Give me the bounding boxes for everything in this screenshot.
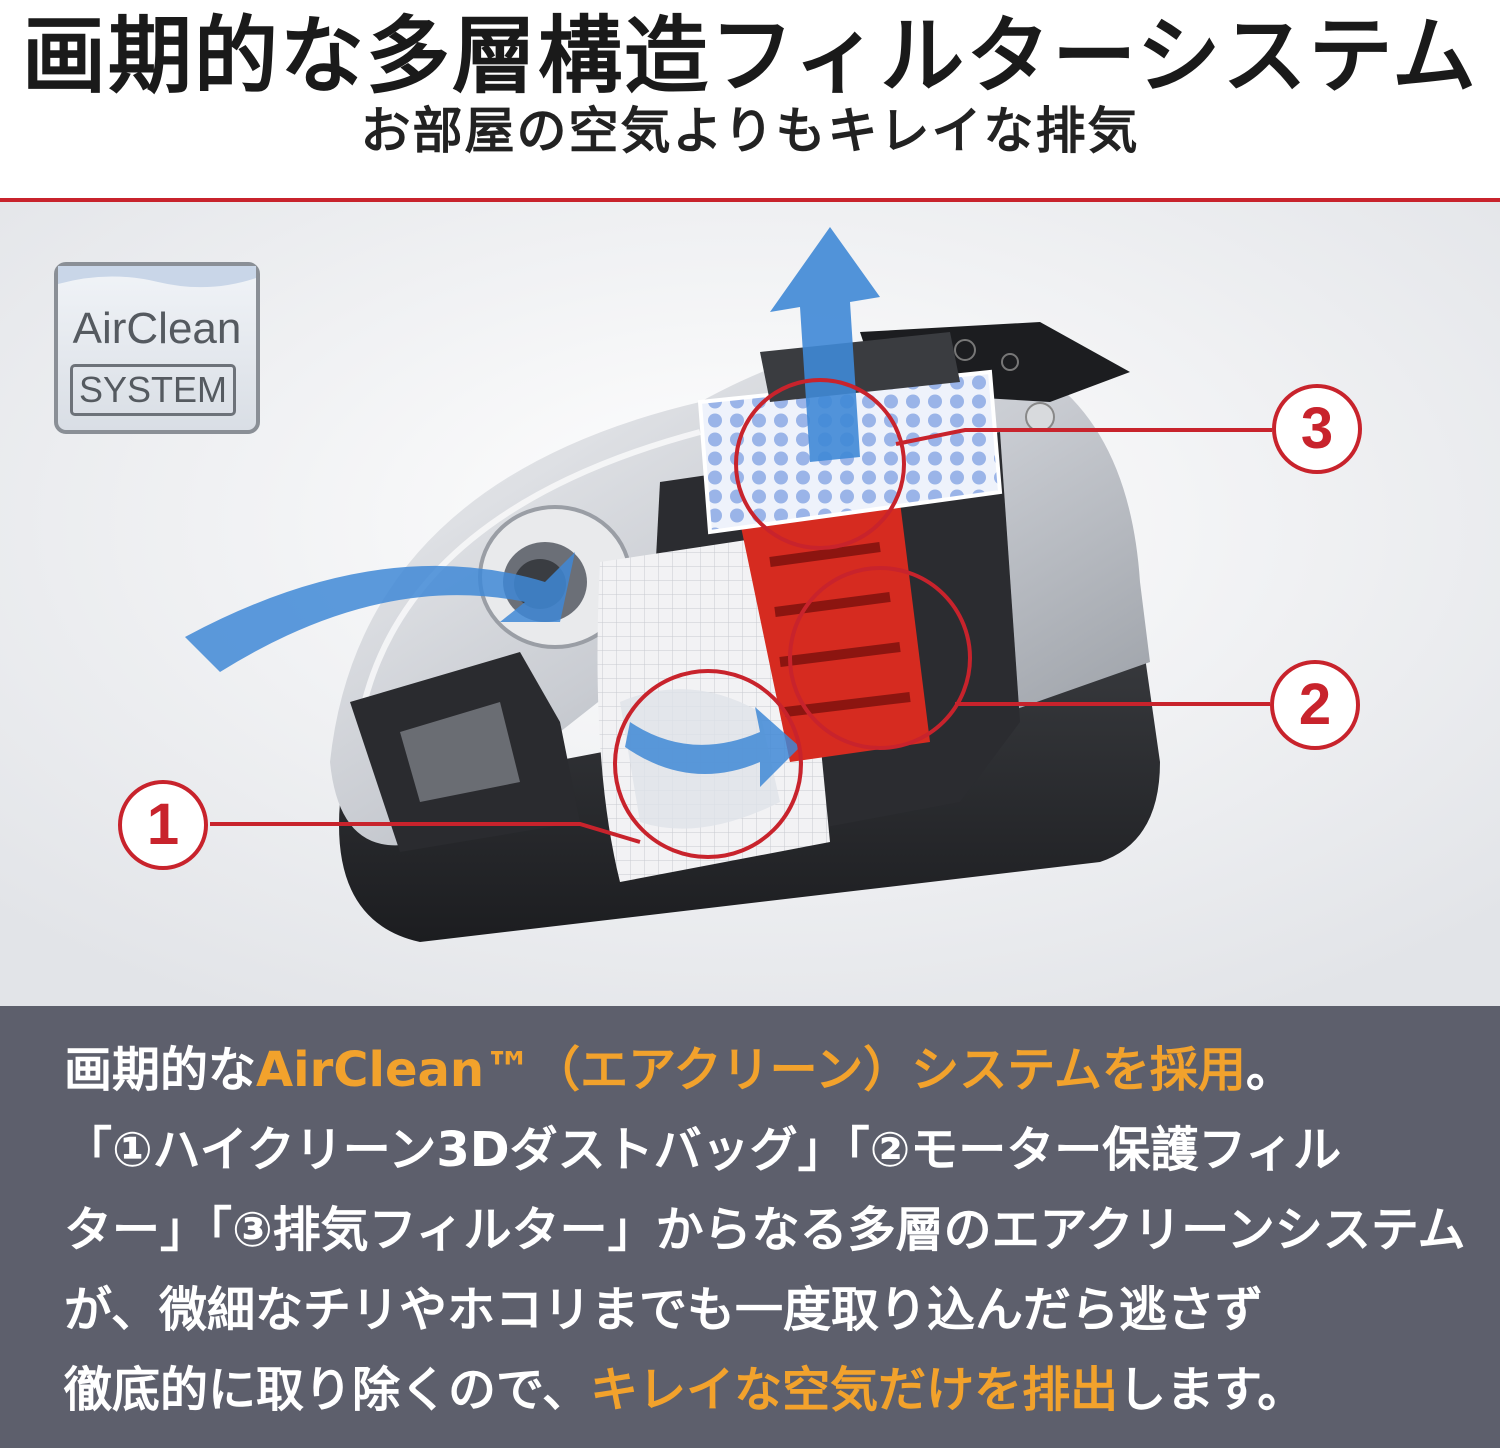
airclean-system-badge: AirClean SYSTEM [54,262,260,434]
description-panel: 画期的なAirClean™（エアクリーン）システムを採用。 「①ハイクリーン3D… [0,1006,1500,1448]
callout-ring-1 [210,669,803,859]
page-title: 画期的な多層構造フィルターシステム [21,7,1479,105]
vacuum-cleaner-illustration [0,202,1500,1008]
airflow-arrow-exhaust [770,227,880,462]
header-divider [0,198,1500,202]
description-text: 。 [1245,1042,1294,1098]
description-line-5: 徹底的に取り除くので、キレイな空気だけを排出します。 [64,1360,1464,1420]
vacuum-handle [350,652,580,852]
description-highlight: AirClean™（エアクリーン）システムを採用 [256,1042,1246,1098]
badge-title: AirClean [72,304,242,353]
description-line-4: が、微細なチリやホコリまでも一度取り込んだら逃さず [64,1282,1264,1338]
callout-number-2: 2 [1270,660,1360,750]
page-subtitle: お部屋の空気よりもキレイな排気 [360,102,1140,160]
description-text: 徹底的に取り除くので、 [64,1362,591,1418]
description-line-2: 「①ハイクリーン3Dダストバッグ」「②モーター保護フィル [64,1122,1342,1178]
wave-icon [58,266,256,288]
description-line-1: 画期的なAirClean™（エアクリーン）システムを採用。 [64,1040,1464,1100]
callout-number-1: 1 [118,780,208,870]
callout-ring-3 [734,378,1272,550]
description-line-3: ター」「③排気フィルター」からなる多層のエアクリーンシステム [64,1202,1466,1258]
callout-ring-2 [788,566,1270,750]
header: 画期的な多層構造フィルターシステム お部屋の空気よりもキレイな排気 [0,0,1500,200]
airflow-arrow-intake [185,552,575,672]
description-highlight: キレイな空気だけを排出 [590,1362,1119,1418]
badge-subtitle: SYSTEM [70,364,236,416]
description-text: します。 [1118,1362,1306,1418]
description-text: 画期的な [64,1042,257,1098]
callout-number-3: 3 [1272,384,1362,474]
airflow-arrow-bag [625,707,800,787]
